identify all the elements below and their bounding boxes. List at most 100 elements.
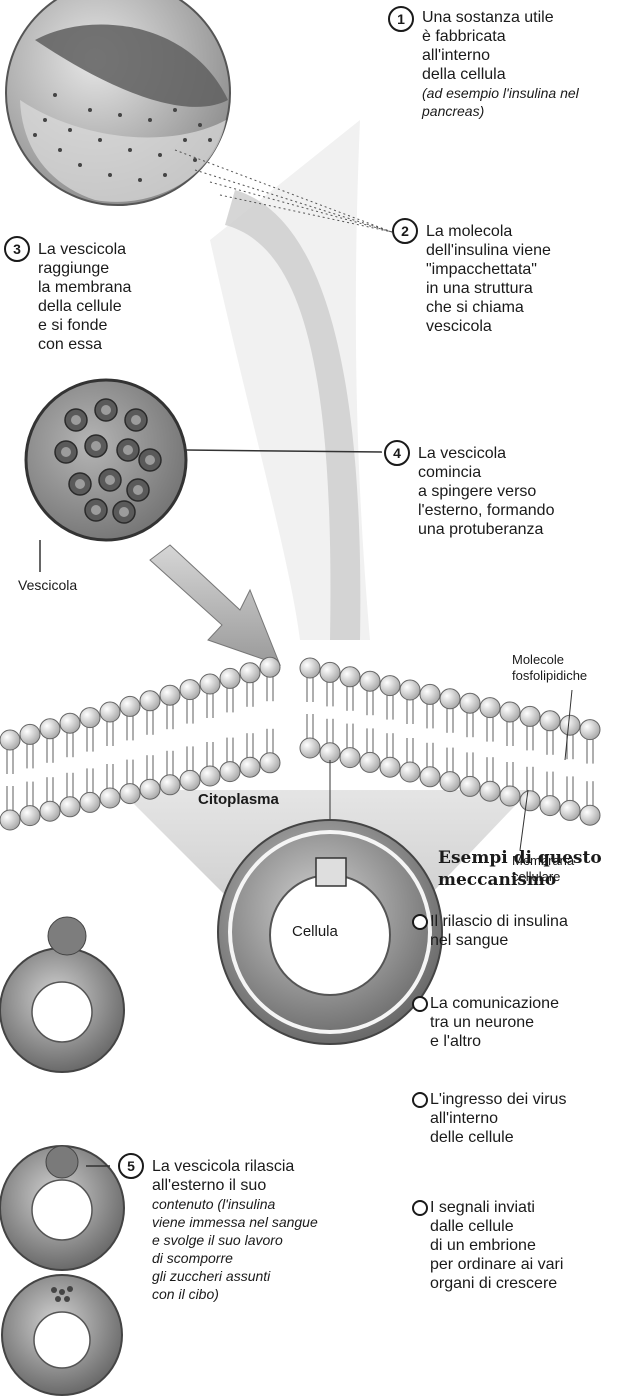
lipid-head <box>500 702 520 722</box>
small-cell-b <box>0 1146 124 1270</box>
vesicle-label: Vescicola <box>18 577 77 593</box>
phospholipid-label: Molecole fosfolipidiche <box>512 652 587 684</box>
lipid-head <box>440 772 460 792</box>
lipid-head <box>60 713 80 733</box>
step-2-line: vescicola <box>426 317 551 336</box>
step-5-note: gli zuccheri assunti <box>152 1267 318 1285</box>
lipid-head <box>40 801 60 821</box>
step-2-line: La molecola <box>426 222 551 241</box>
step-4-number: 4 <box>384 440 410 466</box>
lipid-head <box>300 658 320 678</box>
example-line: di un embrione <box>430 1236 563 1255</box>
step-1-note: (ad esempio l'insulina nel pancreas) <box>422 84 612 120</box>
step-4-text: La vescicola comincia a spingere verso l… <box>418 444 554 539</box>
granule <box>193 158 197 162</box>
top-cell <box>6 0 230 205</box>
fusion-arrow <box>150 545 280 665</box>
lipid-head <box>480 698 500 718</box>
lipid-head <box>460 693 480 713</box>
example-line: dalle cellule <box>430 1217 563 1236</box>
example-item: Il rilascio di insulina nel sangue <box>430 912 568 950</box>
lipid-head <box>460 776 480 796</box>
example-line: nel sangue <box>430 931 568 950</box>
lipid-head <box>320 662 340 682</box>
step-3-number: 3 <box>4 236 30 262</box>
step-1-number: 1 <box>388 6 414 32</box>
examples-title-line: Esempi di questo <box>438 847 602 869</box>
lipid-head <box>240 663 260 683</box>
lipid-head <box>560 800 580 820</box>
example-item: L'ingresso dei virus all'interno delle c… <box>430 1090 566 1147</box>
step-5-number: 5 <box>118 1153 144 1179</box>
phospholipid-label-line: Molecole <box>512 652 587 668</box>
lipid-head <box>60 797 80 817</box>
lipid-head <box>220 668 240 688</box>
step-2-text: La molecola dell'insulina viene "impacch… <box>426 222 551 336</box>
granule <box>163 173 167 177</box>
step-5-note: con il cibo) <box>152 1285 318 1303</box>
lipid-head <box>80 792 100 812</box>
granule <box>208 138 212 142</box>
vesicle-particle-core <box>123 445 133 455</box>
example-line: per ordinare ai vari <box>430 1255 563 1274</box>
step-4-line: una protuberanza <box>418 520 554 539</box>
step-3-line: della cellule <box>38 297 131 316</box>
lipid-head <box>180 680 200 700</box>
lipid-head <box>420 684 440 704</box>
step-2-line: dell'insulina viene <box>426 241 551 260</box>
step-2-line: in una struttura <box>426 279 551 298</box>
vesicle-particle-core <box>71 415 81 425</box>
lipid-head <box>0 730 20 750</box>
lipid-head <box>20 724 40 744</box>
step-1-line: all'interno <box>422 46 612 65</box>
lipid-head <box>260 753 280 773</box>
example-bullet-icon <box>412 996 428 1012</box>
example-line: e l'altro <box>430 1032 559 1051</box>
lipid-head <box>180 770 200 790</box>
lipid-head <box>200 766 220 786</box>
cell-label: Cellula <box>292 924 338 940</box>
step-2-number: 2 <box>392 218 418 244</box>
lipid-head <box>160 775 180 795</box>
granule <box>78 163 82 167</box>
granule <box>118 113 122 117</box>
lipid-head <box>40 719 60 739</box>
step-4-line: a spingere verso <box>418 482 554 501</box>
granule <box>33 133 37 137</box>
lipid-head <box>580 805 600 825</box>
step-4-line: comincia <box>418 463 554 482</box>
vesicle-particle-core <box>91 441 101 451</box>
lipid-head <box>100 702 120 722</box>
granule <box>148 118 152 122</box>
lipid-head <box>340 748 360 768</box>
vesicle-particle-core <box>105 475 115 485</box>
step-1-text: Una sostanza utile è fabbricata all'inte… <box>422 8 612 120</box>
step-5-note: contenuto (l'insulina <box>152 1195 318 1213</box>
lipid-head <box>160 685 180 705</box>
lipid-head <box>0 810 20 830</box>
step-4-line: La vescicola <box>418 444 554 463</box>
vesicle-particle-core <box>75 479 85 489</box>
example-line: La comunicazione <box>430 994 559 1013</box>
granule <box>98 138 102 142</box>
lipid-head <box>320 743 340 763</box>
lipid-head <box>300 738 320 758</box>
granule <box>43 118 47 122</box>
lipid-head <box>240 757 260 777</box>
lipid-head <box>520 791 540 811</box>
lipid-head <box>380 676 400 696</box>
lipid-head <box>220 762 240 782</box>
example-line: Il rilascio di insulina <box>430 912 568 931</box>
step-3-line: la membrana <box>38 278 131 297</box>
example-line: tra un neurone <box>430 1013 559 1032</box>
example-line: delle cellule <box>430 1128 566 1147</box>
granule <box>183 138 187 142</box>
granule <box>58 148 62 152</box>
example-line: all'interno <box>430 1109 566 1128</box>
example-item: I segnali inviati dalle cellule di un em… <box>430 1198 563 1293</box>
lipid-head <box>420 767 440 787</box>
granule <box>53 93 57 97</box>
small-cell-c <box>2 1275 122 1395</box>
example-bullet-icon <box>412 914 428 930</box>
